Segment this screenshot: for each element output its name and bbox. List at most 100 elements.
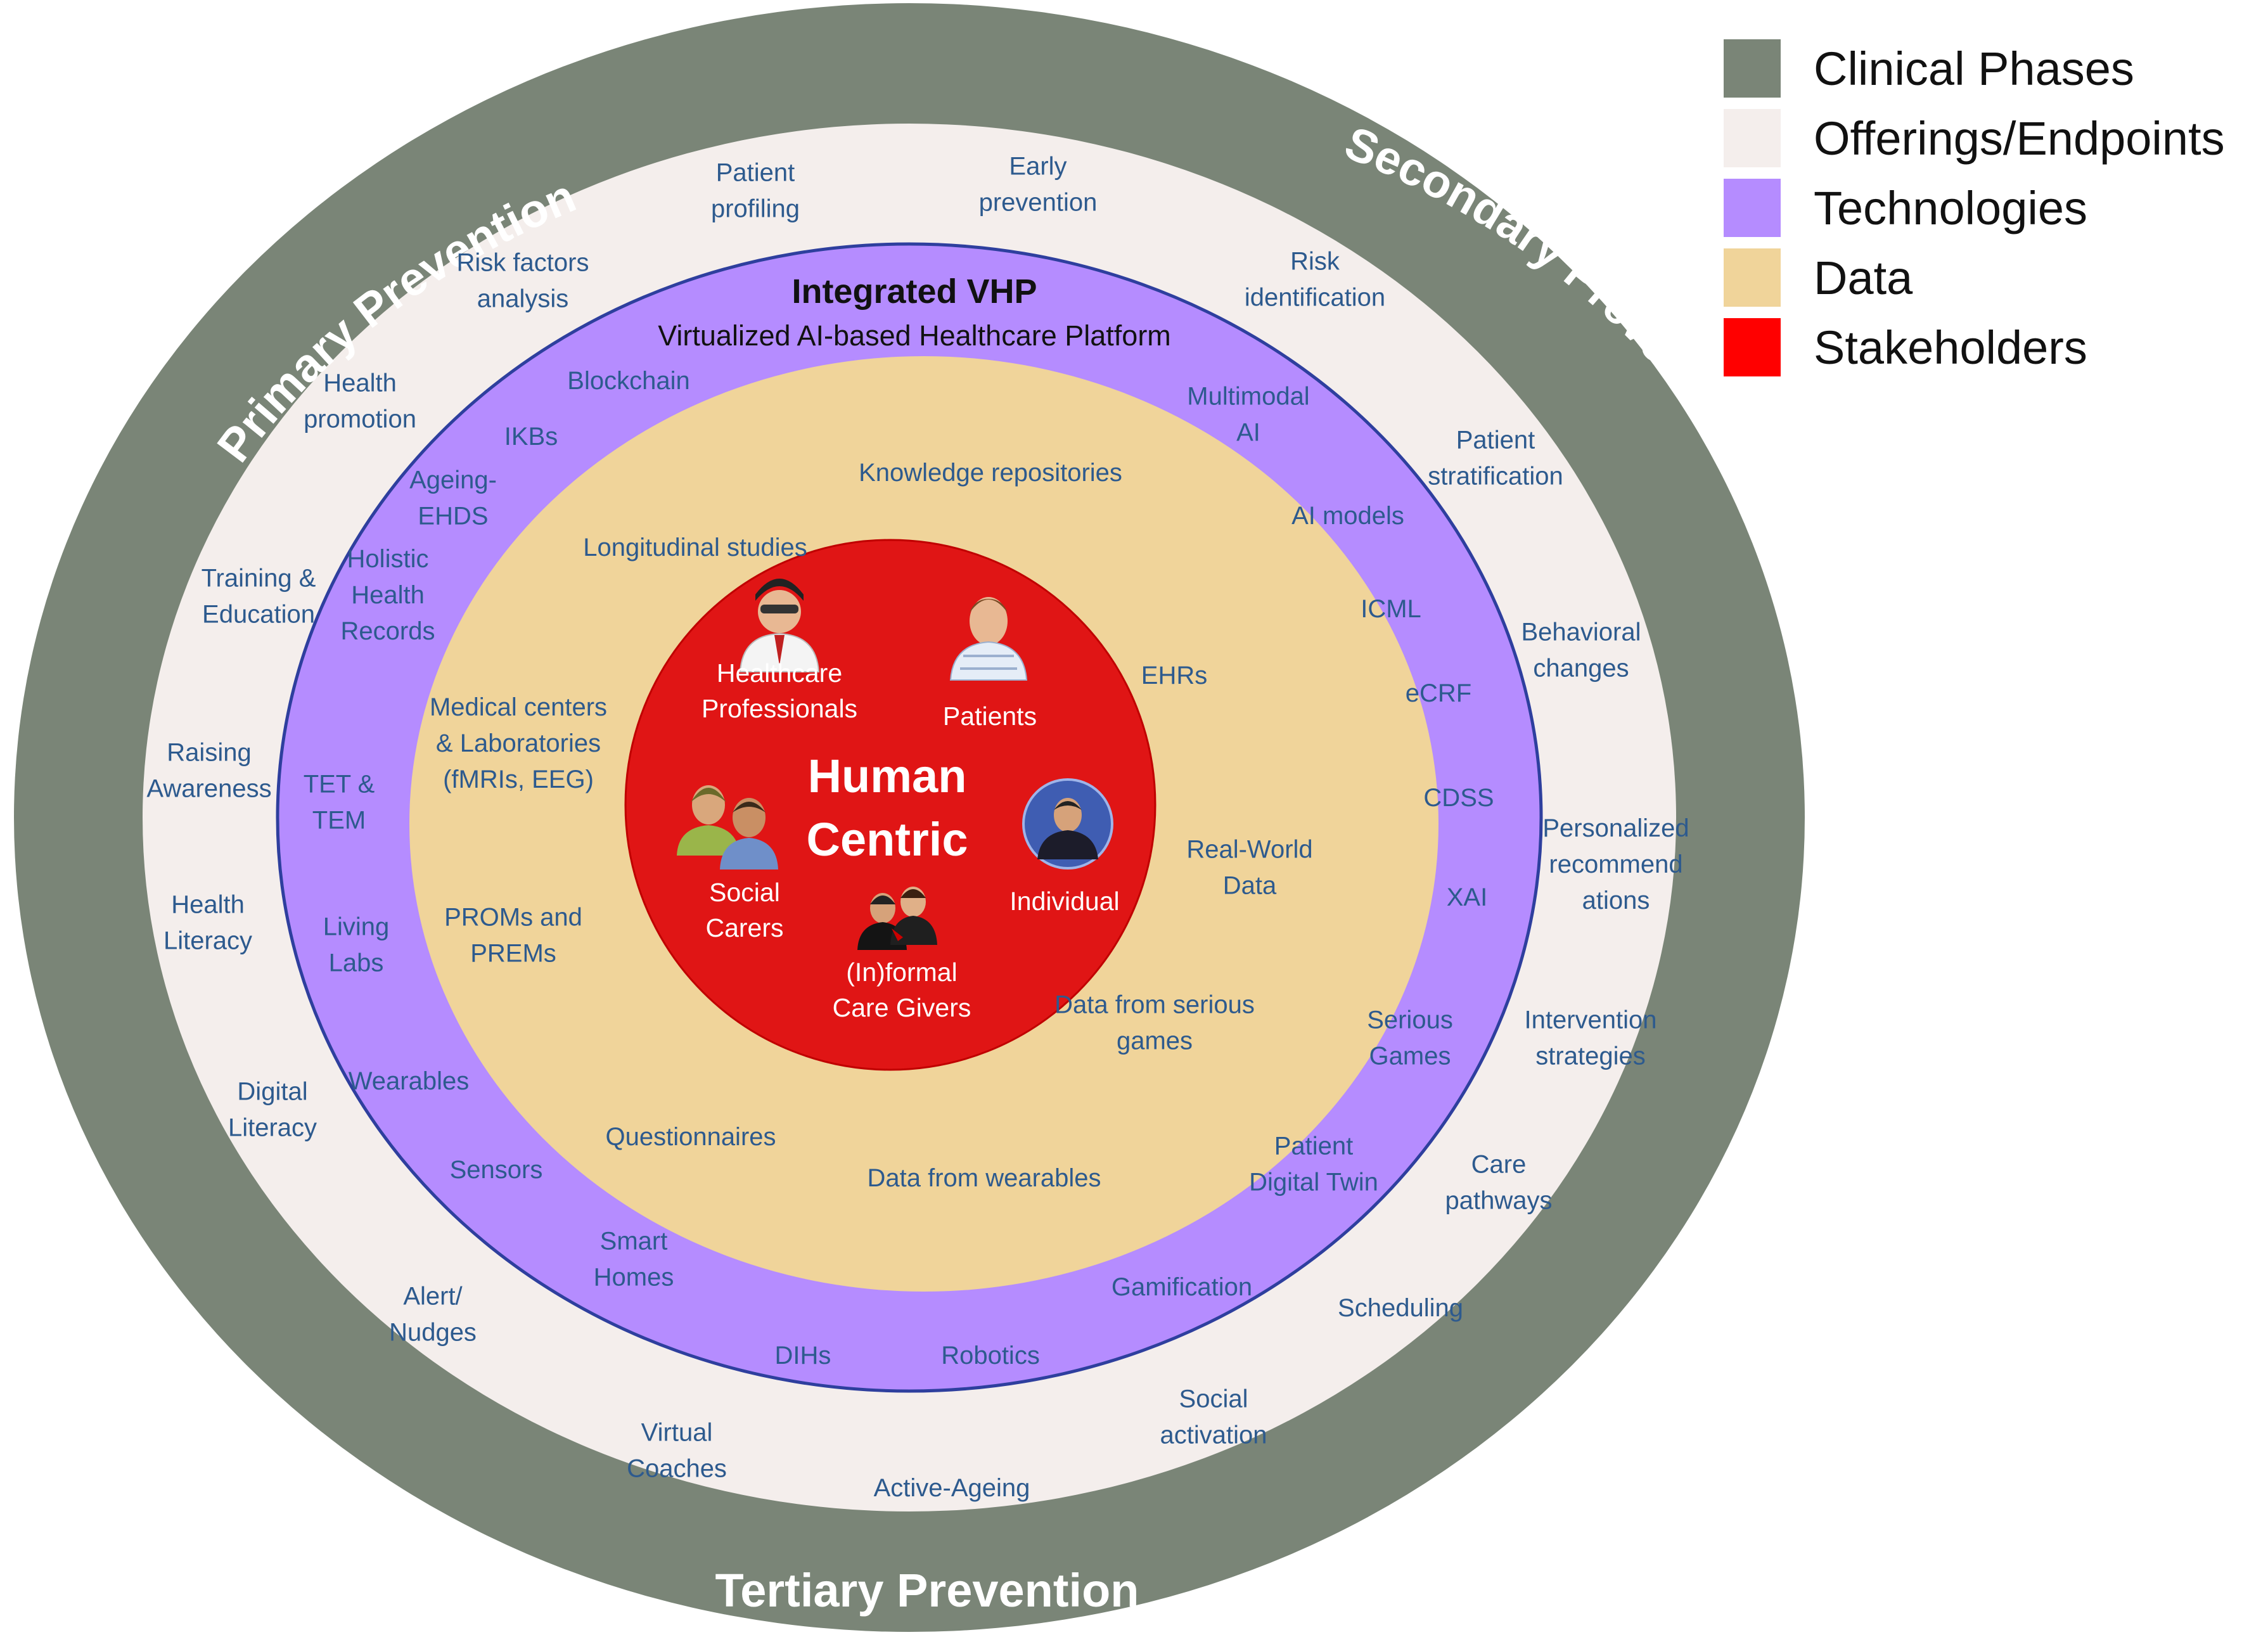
technology-xai-line: XAI — [1447, 883, 1487, 911]
offering-active-ageing-line: Active-Ageing — [874, 1474, 1030, 1502]
technology-wearables: Wearables — [349, 1067, 469, 1095]
technology-icml: ICML — [1361, 595, 1421, 623]
technology-sensors-line: Sensors — [450, 1156, 543, 1184]
offering-virtual-coaches-line: Coaches — [627, 1455, 727, 1483]
technology-gamification-line: Gamification — [1112, 1273, 1252, 1301]
technology-ai-models: AI models — [1291, 502, 1404, 530]
technology-holistic-health-records-line: Health — [351, 581, 425, 609]
technology-cdss: CDSS — [1423, 784, 1494, 812]
offering-virtual-coaches-line: Virtual — [641, 1419, 713, 1447]
offering-risk-factors-analysis: Risk factors analysis — [457, 249, 589, 313]
technology-ai-models-line: AI models — [1291, 502, 1404, 530]
data-item-longitudinal-studies-line: Longitudinal studies — [583, 534, 807, 561]
data-item-questionnaires: Questionnaires — [605, 1123, 776, 1151]
offering-patient-stratification-line: stratification — [1428, 463, 1563, 491]
technology-tet-tem: TET &TEM — [304, 771, 375, 835]
care-givers-icon — [857, 887, 937, 950]
offering-personalized-recommendations-line: Personalized — [1542, 814, 1689, 842]
technology-ikbs: IKBs — [504, 423, 558, 451]
data-item-medical-centers-line: Medical centers — [430, 693, 607, 721]
offering-training-education-line: Education — [202, 601, 315, 629]
offering-care-pathways-line: Care — [1471, 1151, 1527, 1179]
legend-label: Data — [1814, 252, 1913, 304]
data-item-wearables-data-line: Data from wearables — [867, 1164, 1101, 1192]
offering-alert-nudges-line: Nudges — [389, 1319, 477, 1347]
data-item-ehrs: EHRs — [1141, 662, 1207, 690]
legend-label: Clinical Phases — [1814, 42, 2134, 95]
technology-serious-games-line: Games — [1369, 1043, 1451, 1070]
offering-patient-stratification: Patient stratification — [1428, 427, 1563, 491]
offering-personalized-recommendations-line: recommend — [1549, 850, 1682, 878]
technology-robotics: Robotics — [941, 1342, 1040, 1370]
data-item-real-world-data-line: Real-World — [1186, 836, 1312, 864]
offering-behavioral-changes-line: Behavioral — [1521, 619, 1641, 646]
legend-swatch — [1724, 39, 1781, 98]
offering-intervention-strategies-line: Intervention — [1524, 1006, 1656, 1034]
offering-social-activation-line: Social — [1179, 1385, 1248, 1413]
offering-early-prevention-line: prevention — [979, 189, 1098, 217]
technology-multimodal-ai-line: Multimodal — [1187, 383, 1309, 411]
offering-digital-literacy-line: Digital — [237, 1078, 307, 1106]
data-item-questionnaires-line: Questionnaires — [605, 1123, 776, 1151]
offering-behavioral-changes-line: changes — [1533, 655, 1629, 683]
legend-label: Offerings/Endpoints — [1814, 112, 2225, 165]
offering-raising-awareness-line: Awareness — [146, 775, 271, 803]
technology-dihs-line: DIHs — [775, 1342, 831, 1370]
carers-icon — [677, 785, 778, 869]
offering-risk-factors-analysis-line: Risk factors — [457, 249, 589, 277]
data-item-medical-centers-line: (fMRIs, EEG) — [443, 766, 594, 793]
technology-blockchain: Blockchain — [567, 367, 689, 395]
data-item-serious-games-data-line: games — [1117, 1027, 1193, 1055]
platform-title: Integrated VHP — [791, 273, 1037, 311]
technology-holistic-health-records-line: Records — [341, 617, 435, 645]
offering-personalized-recommendations: Personalized recommend ations — [1542, 814, 1689, 914]
offering-health-literacy-line: Health — [171, 891, 245, 919]
offering-risk-factors-analysis-line: analysis — [477, 285, 569, 313]
technology-xai: XAI — [1447, 883, 1487, 911]
stakeholder-informal-care-givers-line: (In)formal — [846, 958, 957, 987]
offering-digital-literacy-line: Literacy — [228, 1114, 317, 1142]
technology-holistic-health-records-line: Holistic — [347, 545, 429, 573]
technology-ageing-ehds-line: EHDS — [418, 503, 488, 530]
offering-alert-nudges: Alert/Nudges — [389, 1283, 477, 1347]
technology-dihs: DIHs — [775, 1342, 831, 1370]
patient-icon — [949, 597, 1028, 681]
offering-patient-stratification-line: Patient — [1456, 427, 1535, 454]
legend-swatch — [1724, 179, 1781, 237]
stakeholder-social-carers-line: Carers — [705, 913, 783, 942]
data-item-ehrs-line: EHRs — [1141, 662, 1207, 690]
technology-multimodal-ai-line: AI — [1236, 419, 1260, 447]
data-item-medical-centers-line: & Laboratories — [436, 729, 601, 757]
data-item-serious-games-data-line: Data from serious — [1054, 991, 1255, 1019]
technology-serious-games-line: Serious — [1367, 1006, 1453, 1034]
legend: Clinical PhasesOfferings/EndpointsTechno… — [1724, 39, 2225, 376]
technology-cdss-line: CDSS — [1423, 784, 1494, 812]
offering-risk-identification-line: Risk — [1290, 248, 1340, 276]
offering-patient-profiling-line: Patient — [716, 159, 795, 187]
technology-icml-line: ICML — [1361, 595, 1421, 623]
stakeholder-patients-line: Patients — [943, 702, 1037, 731]
offering-training-education: Training &Education — [202, 565, 316, 629]
offering-personalized-recommendations-line: ations — [1582, 887, 1650, 914]
technology-tet-tem-line: TEM — [312, 807, 366, 835]
technology-blockchain-line: Blockchain — [567, 367, 689, 395]
technology-ecrf-line: eCRF — [1406, 679, 1471, 707]
technology-living-labs-line: Living — [323, 913, 390, 941]
